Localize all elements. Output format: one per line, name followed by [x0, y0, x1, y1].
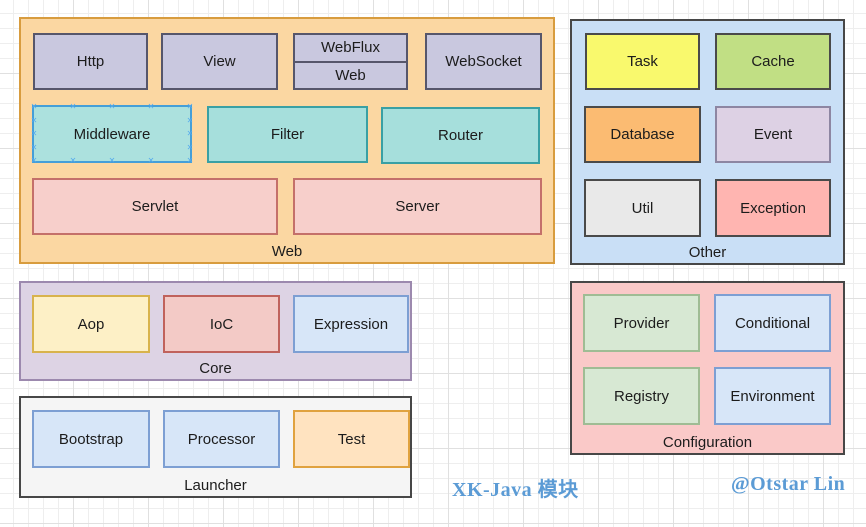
group-label-launcher: Launcher [184, 477, 247, 494]
group-label-core: Core [199, 360, 232, 377]
processor-label: Processor [187, 430, 256, 448]
conditional-label: Conditional [734, 314, 811, 332]
node-conditional[interactable]: Conditional [714, 294, 831, 352]
registry-label: Registry [613, 387, 669, 405]
node-task[interactable]: Task [585, 33, 700, 90]
environment-label: Environment [730, 387, 815, 405]
connection-point-icon[interactable]: ✕ [147, 102, 155, 111]
servlet-label: Servlet [131, 198, 179, 215]
cache-label: Cache [751, 53, 795, 70]
node-test[interactable]: Test [293, 410, 410, 468]
test-label: Test [337, 430, 366, 448]
node-http[interactable]: Http [33, 33, 148, 90]
node-util[interactable]: Util [584, 179, 701, 237]
connection-point-icon[interactable]: ✕ [30, 102, 38, 111]
filter-label: Filter [270, 126, 305, 143]
group-label-configuration: Configuration [662, 434, 753, 451]
event-label: Event [753, 126, 793, 143]
node-cache[interactable]: Cache [715, 33, 831, 90]
node-server[interactable]: Server [293, 178, 542, 235]
node-database[interactable]: Database [584, 106, 701, 163]
view-label: View [203, 53, 236, 70]
connection-point-icon[interactable]: ✕ [30, 156, 38, 165]
node-view[interactable]: View [161, 33, 278, 90]
group-core[interactable]: Core Aop IoC Expression [19, 281, 412, 381]
node-provider[interactable]: Provider [583, 294, 700, 352]
util-label: Util [631, 199, 654, 217]
server-label: Server [395, 198, 440, 215]
node-expression[interactable]: Expression [293, 295, 409, 353]
router-label: Router [437, 127, 484, 144]
connection-point-icon[interactable]: ✕ [69, 156, 77, 165]
group-launcher[interactable]: Launcher Bootstrap Processor Test [19, 396, 412, 498]
webflux-label: WebFlux [321, 39, 380, 57]
connection-point-icon[interactable]: ✕ [108, 156, 116, 165]
node-processor[interactable]: Processor [163, 410, 280, 468]
node-servlet[interactable]: Servlet [32, 178, 278, 235]
connection-point-icon[interactable]: ✕ [30, 129, 38, 138]
author-credit: @Otstar Lin [731, 473, 846, 495]
aop-label: Aop [77, 315, 105, 333]
connection-point-icon[interactable]: ✕ [69, 102, 77, 111]
node-web-cell[interactable]: Web [293, 60, 408, 90]
exception-label: Exception [740, 199, 806, 217]
node-router[interactable]: Router [381, 107, 540, 164]
node-exception[interactable]: Exception [715, 179, 831, 237]
node-aop[interactable]: Aop [32, 295, 150, 353]
diagram-title: XK-Java 模块 [452, 479, 579, 501]
connection-point-icon[interactable]: ✕ [108, 102, 116, 111]
expression-label: Expression [313, 315, 389, 333]
node-filter[interactable]: Filter [207, 106, 368, 163]
connection-point-icon[interactable]: ✕ [186, 129, 194, 138]
node-environment[interactable]: Environment [714, 367, 831, 425]
web-cell-label: Web [335, 66, 366, 84]
connection-point-icon[interactable]: ✕ [30, 115, 38, 125]
connection-point-icon[interactable]: ✕ [186, 115, 194, 125]
connection-point-icon[interactable]: ✕ [186, 142, 194, 152]
websocket-label: WebSocket [445, 53, 522, 70]
node-middleware[interactable]: Middleware ✕ ✕ ✕ ✕ ✕ ✕ ✕ ✕ ✕ ✕ ✕ ✕ ✕ ✕ ✕ ✕ [30, 102, 194, 165]
middleware-label: Middleware [73, 125, 151, 143]
http-label: Http [76, 53, 105, 70]
node-registry[interactable]: Registry [583, 367, 700, 425]
node-websocket[interactable]: WebSocket [425, 33, 542, 90]
connection-point-icon[interactable]: ✕ [186, 102, 194, 111]
group-label-web: Web [271, 243, 303, 260]
node-event[interactable]: Event [715, 106, 831, 163]
bootstrap-label: Bootstrap [58, 430, 124, 448]
node-ioc[interactable]: IoC [163, 295, 280, 353]
provider-label: Provider [613, 314, 670, 332]
task-label: Task [627, 53, 658, 70]
group-label-other: Other [688, 244, 727, 261]
node-webflux[interactable]: WebFlux [293, 33, 408, 63]
connection-point-icon[interactable]: ✕ [30, 142, 38, 152]
connection-point-icon[interactable]: ✕ [186, 156, 194, 165]
ioc-label: IoC [209, 315, 234, 333]
database-label: Database [610, 126, 675, 143]
connection-point-icon[interactable]: ✕ [147, 156, 155, 165]
node-bootstrap[interactable]: Bootstrap [32, 410, 150, 468]
